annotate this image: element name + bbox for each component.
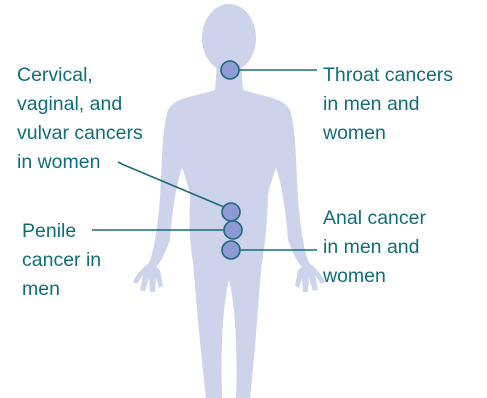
throat-marker [221, 61, 239, 79]
right-hand-shape [295, 262, 325, 292]
cervical-marker [222, 203, 240, 221]
penile-marker [224, 221, 242, 239]
left-hand-shape [133, 262, 163, 292]
anal-cancer-label: Anal cancer in men and women [323, 204, 426, 291]
penile-cancer-label: Penile cancer in men [22, 217, 101, 304]
anal-marker [222, 241, 240, 259]
cervical-vaginal-vulvar-cancer-label: Cervical, vaginal, and vulvar cancers in… [17, 61, 143, 177]
throat-cancer-label: Throat cancers in men and women [323, 61, 453, 148]
